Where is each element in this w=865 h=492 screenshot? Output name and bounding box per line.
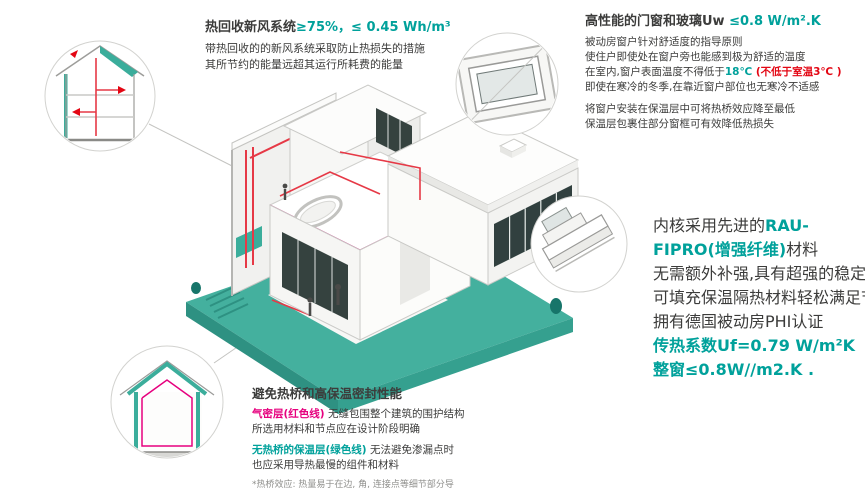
window-detail-icon [457, 43, 557, 125]
profile-line6: 整窗≤0.8W//m2.K . [653, 360, 815, 379]
profile-line1: 内核采用先进的RAU-FIPRO(增强纤维)材料 [653, 212, 863, 260]
windows-line2: 使住户即使处在窗户旁也能感到极为舒适的温度 [585, 51, 806, 64]
profile-line1-b: RAU-FIPRO(增强纤维) [653, 216, 809, 259]
bridge-footnote: *热桥效应: 热量易于在边, 角, 连接点等细节部分导 [252, 480, 454, 491]
hrv-title-value: ≥75%，≤ 0.45 Wh/m³ [296, 20, 451, 35]
callout-circle-window-detail [455, 32, 559, 136]
callout-circle-hrv [44, 40, 156, 152]
profile-line2: 无需额外补强,具有超强的稳定性和强度 [653, 264, 865, 283]
people-figures [282, 183, 341, 316]
hrv-body: 带热回收的的新风系统采取防止热损失的措施 其所节约的能量远超其运行所耗费的能量 [205, 41, 550, 73]
windows-line6: 保温层包裹住部分窗框可有效降低热损失 [585, 117, 774, 130]
hrv-line1: 带热回收的的新风系统采取防止热损失的措施 [205, 42, 425, 56]
annotation-profile: 内核采用先进的RAU-FIPRO(增强纤维)材料 无需额外补强,具有超强的稳定性… [653, 212, 865, 380]
bridge-line1: 气密层(红色线) 无缝包围整个建筑的围护结构 [252, 407, 612, 422]
bridge-line3: 无热桥的保温层(绿色线) 无法避免渗漏点时 [252, 443, 612, 458]
windows-line3-a: 在室内,窗户表面温度不得低于 [585, 66, 725, 79]
bridge-line1-b: 无缝包围整个建筑的围护结构 [324, 407, 465, 420]
bridge-line3-a: 无热桥的保温层(绿色线) [252, 444, 367, 457]
annotation-bridge: 避免热桥和高保温密封性能 气密层(红色线) 无缝包围整个建筑的围护结构 所选用材… [252, 386, 612, 492]
windows-line3: 在室内,窗户表面温度不得低于18℃ (不低于室温3℃ ) [585, 65, 860, 80]
windows-line5: 将窗户安装在保温层中可将热桥效应降至最低 [585, 102, 795, 115]
frame-profile-icon [541, 206, 615, 273]
hrv-title: 热回收新风系统≥75%，≤ 0.45 Wh/m³ [205, 20, 550, 36]
bridge-house-section-icon [118, 360, 216, 457]
hrv-title-text: 热回收新风系统 [205, 20, 297, 35]
callout-circle-bridge [110, 345, 224, 459]
windows-line3-c: (不低于室温3℃ ) [755, 66, 842, 79]
bridge-line3-b: 无法避免渗漏点时 [366, 444, 454, 457]
windows-line3-b: 18℃ [724, 66, 756, 79]
windows-line4: 即使在寒冷的冬季,在靠近窗户部位也无寒冷不适感 [585, 80, 820, 93]
bridge-line1-a: 气密层(红色线) [252, 407, 325, 420]
windows-title-value: ≤0.8 W/m².K [729, 14, 821, 29]
profile-line3: 可填充保温隔热材料轻松满足节能需求 [653, 288, 865, 307]
windows-body: 被动房窗户针对舒适度的指导原则 使住户即使处在窗户旁也能感到极为舒适的温度 在室… [585, 35, 860, 131]
windows-title-text: 高性能的门窗和玻璃Uw [585, 14, 730, 29]
profile-line1-a: 内核采用先进的 [653, 216, 766, 235]
annotation-windows: 高性能的门窗和玻璃Uw ≤0.8 W/m².K 被动房窗户针对舒适度的指导原则 … [585, 14, 860, 132]
profile-line1-c: 材料 [786, 240, 819, 259]
bridge-title: 避免热桥和高保温密封性能 [252, 386, 403, 401]
profile-line4: 拥有德国被动房PHI认证 [653, 312, 824, 331]
callout-circle-profile [530, 195, 628, 293]
windows-line1: 被动房窗户针对舒适度的指导原则 [585, 36, 743, 49]
bridge-line4: 也应采用导热最慢的组件和材料 [252, 459, 399, 472]
hrv-line2: 其所节约的能量远超其运行所耗费的能量 [205, 58, 403, 72]
airflow-arrow-icon [70, 50, 126, 116]
profile-line5: 传热系数Uf=0.79 W/m²K [653, 336, 855, 355]
bridge-line2: 所选用材料和节点应在设计阶段明确 [252, 422, 420, 435]
building-cutaway [231, 84, 580, 341]
bridge-body: 气密层(红色线) 无缝包围整个建筑的围护结构 所选用材料和节点应在设计阶段明确 … [252, 407, 612, 492]
annotation-hrv: 热回收新风系统≥75%，≤ 0.45 Wh/m³ 带热回收的的新风系统采取防止热… [205, 20, 550, 73]
hrv-house-section-icon [55, 45, 145, 142]
windows-title: 高性能的门窗和玻璃Uw ≤0.8 W/m².K [585, 14, 860, 30]
